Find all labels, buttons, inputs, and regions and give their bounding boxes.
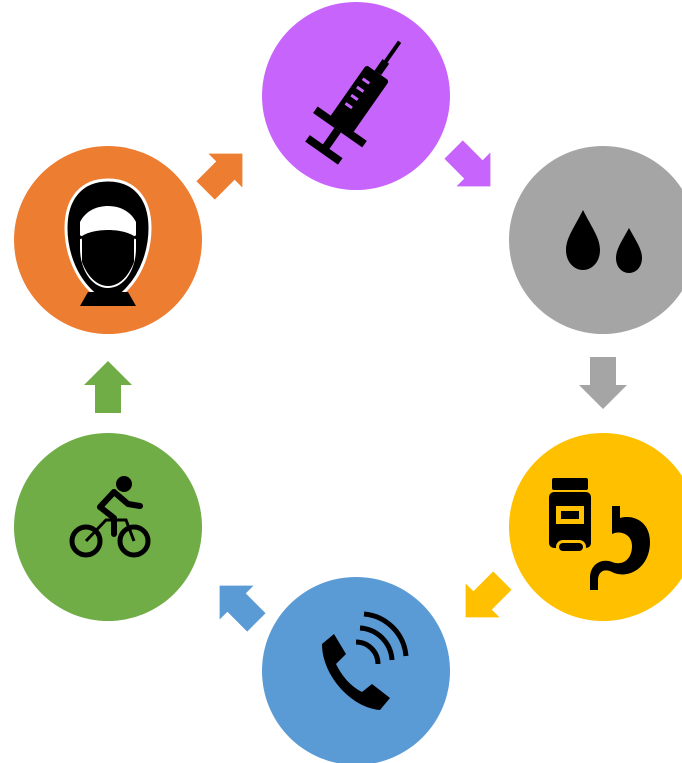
arrow-mask-to-syringe <box>196 153 243 200</box>
node-cycling-circle <box>14 433 202 621</box>
face-mask-person-icon <box>64 178 152 306</box>
node-phone-circle <box>262 577 450 763</box>
arrow-phone-to-cycling <box>219 585 266 632</box>
arrow-drops-to-medication <box>579 357 627 409</box>
node-phone <box>262 577 450 763</box>
node-medication <box>509 433 682 621</box>
node-syringe <box>262 2 450 190</box>
node-cycling <box>14 433 202 621</box>
arrow-medication-to-phone <box>465 571 512 618</box>
syringe-icon <box>305 40 402 165</box>
phone-call-icon <box>322 611 409 710</box>
bicycle-rider-icon <box>69 476 151 558</box>
blood-drops-icon <box>566 210 642 273</box>
pill-bottle-stomach-icon <box>549 478 650 590</box>
node-medication-circle <box>509 433 682 621</box>
arrow-cycling-to-mask <box>84 361 132 413</box>
node-drops <box>509 146 682 334</box>
arrow-syringe-to-drops <box>444 140 491 187</box>
node-mask <box>14 146 202 334</box>
